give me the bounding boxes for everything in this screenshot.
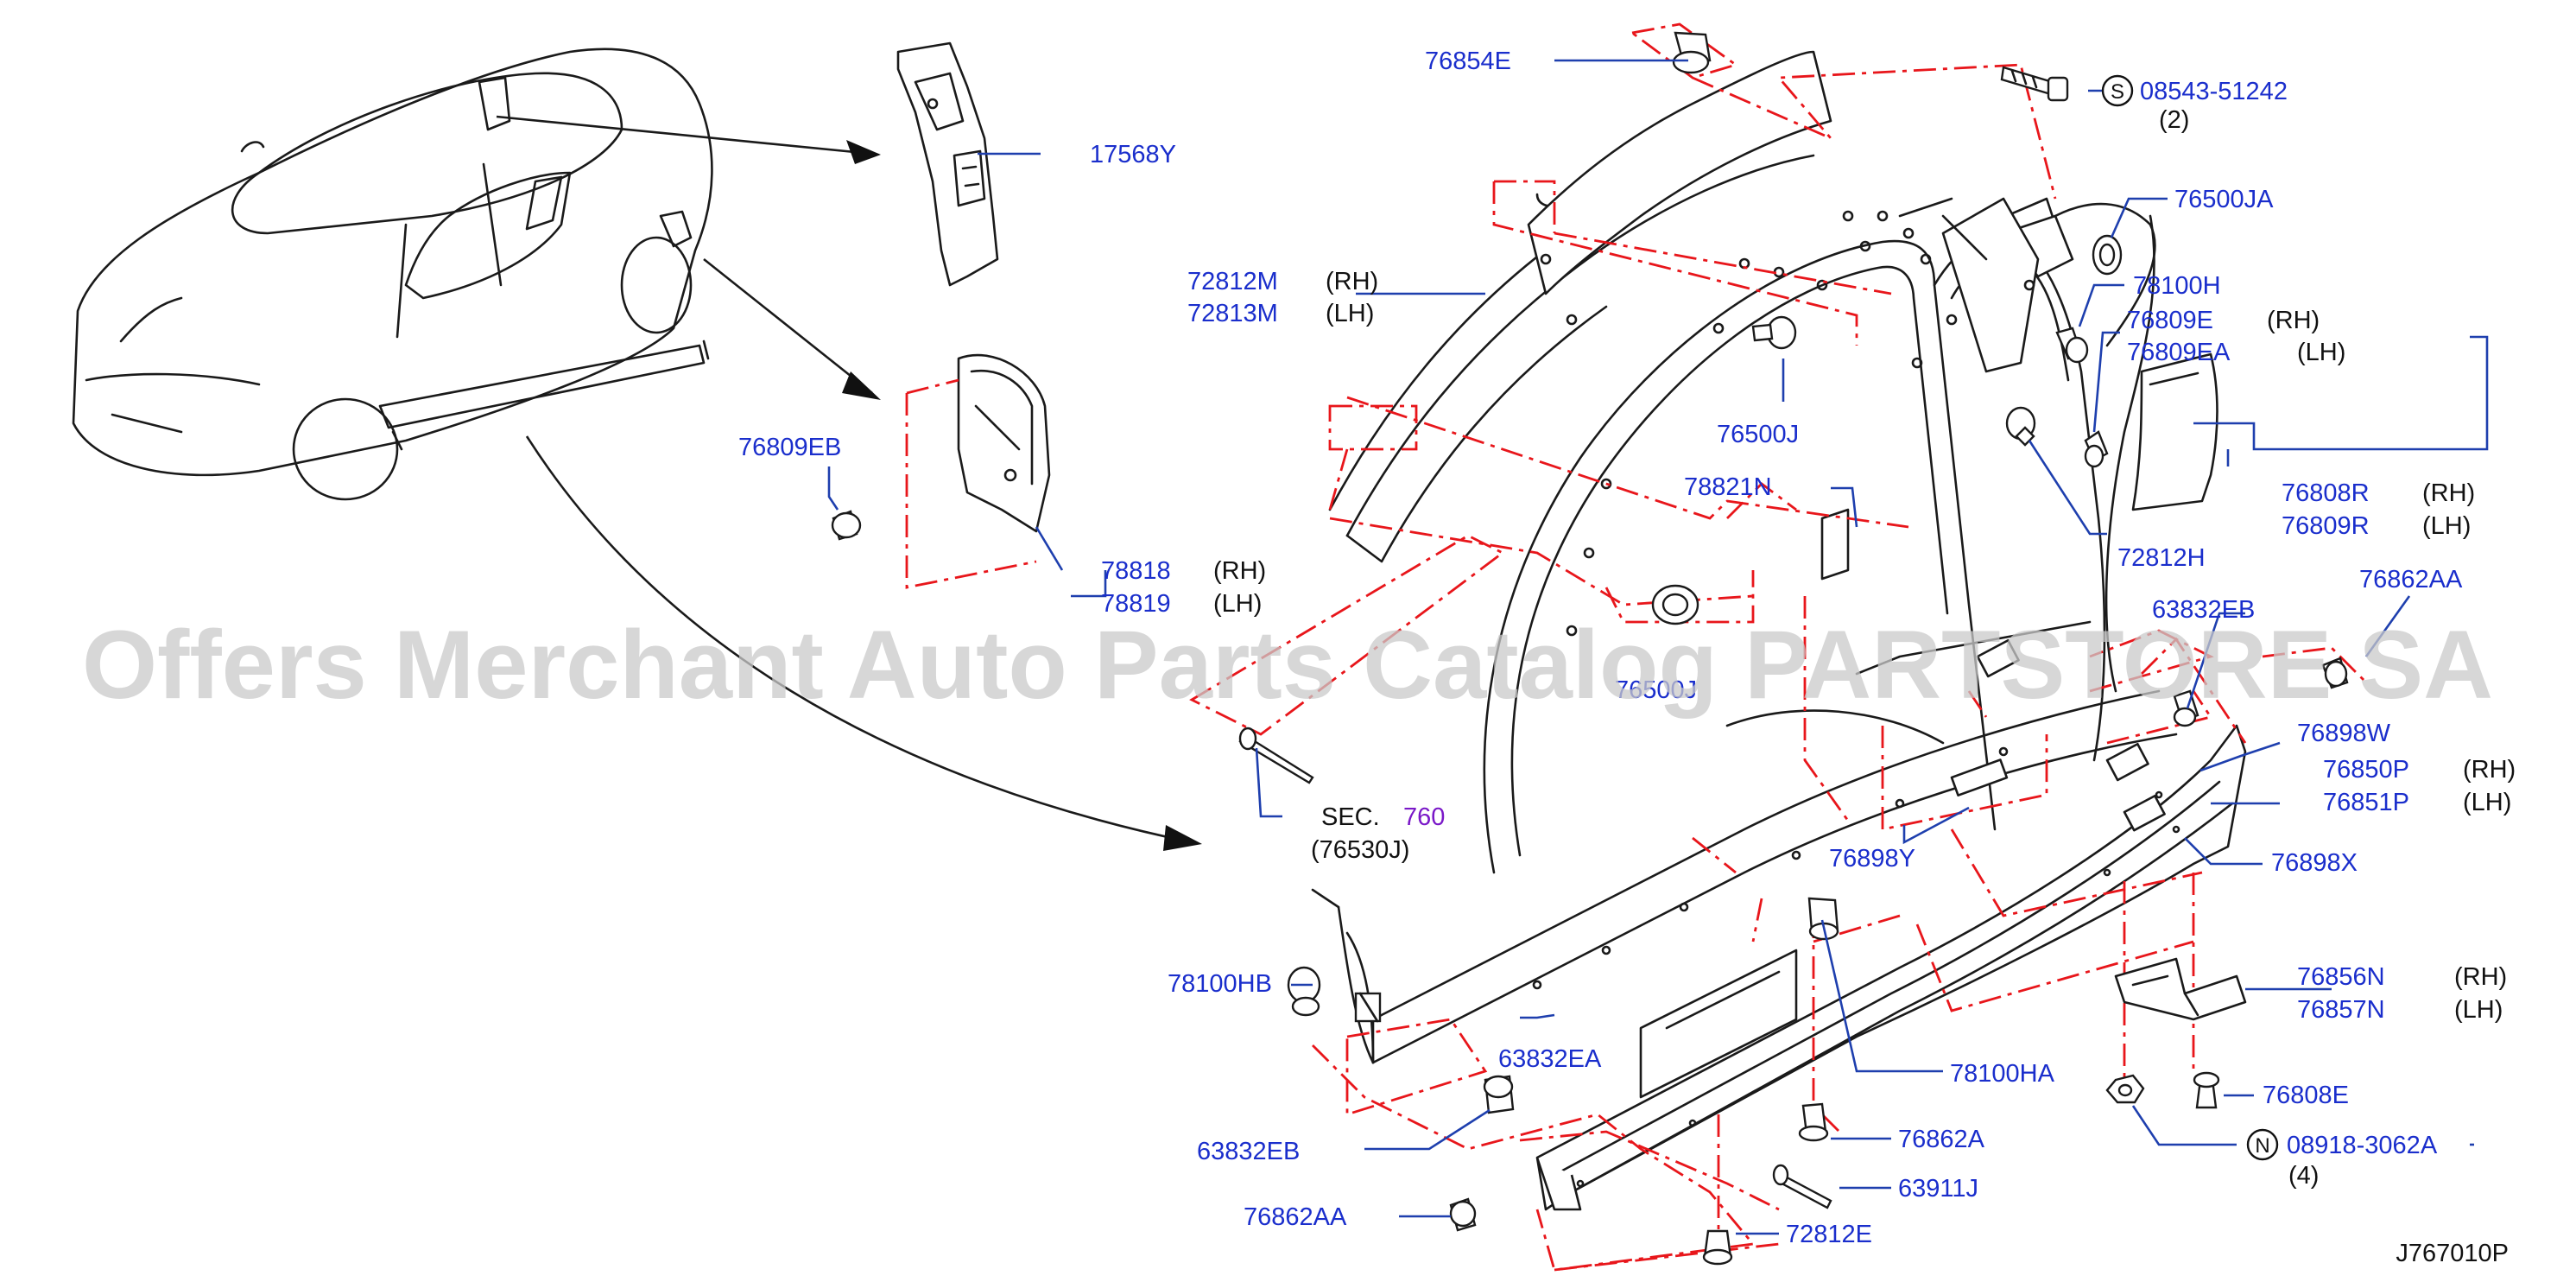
side-sill-cover [1535,638,2247,1211]
label-72812e[interactable]: 72812E [1786,1221,1872,1248]
label-78821n[interactable]: 78821N [1684,473,1772,501]
label-76809e[interactable]: 76809E [2127,307,2213,334]
label-76854e[interactable]: 76854E [1425,48,1511,75]
label-76856n[interactable]: 76856N [2297,963,2385,991]
liner-78818 [906,353,1051,533]
label-76808r[interactable]: 76808R [2282,479,2370,507]
label-76500ja[interactable]: 76500JA [2174,186,2274,213]
bracket-17568y [896,41,999,287]
side-76856n: (RH) [2454,963,2507,991]
n-prefix: N [2255,1134,2269,1158]
label-76500j-2[interactable]: 76500J [1615,676,1697,704]
label-78100hb[interactable]: 78100HB [1168,970,1272,998]
label-sec: SEC. [1321,803,1380,831]
label-63832eb-bot[interactable]: 63832EB [1197,1138,1300,1165]
label-76809ea[interactable]: 76809EA [2127,339,2231,366]
label-76809r[interactable]: 76809R [2282,512,2370,540]
diagram-code: J767010P [2396,1240,2509,1267]
side-72812m: (RH) [1326,268,1378,295]
label-76862aa-top[interactable]: 76862AA [2359,566,2463,593]
label-63832ea[interactable]: 63832EA [1498,1045,1602,1073]
label-76808e[interactable]: 76808E [2263,1082,2349,1109]
label-78818[interactable]: 78818 [1101,557,1171,585]
label-17568y[interactable]: 17568Y [1090,141,1176,168]
side-78818: (RH) [1213,557,1266,585]
watermark: Offers Merchant Auto Parts Catalog PARTS… [82,611,2493,719]
label-sec-sub: (76530J) [1311,836,1409,864]
s-prefix: S [2111,80,2124,104]
label-08918-3062a[interactable]: 08918-3062A [2287,1132,2438,1159]
label-76862a[interactable]: 76862A [1898,1126,1985,1153]
phantom-lines [1189,22,2367,1272]
label-72813m[interactable]: 72813M [1187,300,1278,327]
fasteners [831,31,2349,1266]
side-72813m: (LH) [1326,300,1374,327]
side-76809ea: (LH) [2297,339,2345,366]
qty-08543-51242: (2) [2159,106,2189,134]
part-labels: 76854E 17568Y 08543-51242 (2) 76500JA 72… [738,48,2516,1248]
pad-78821n [1820,508,1850,581]
vehicle-overview [72,48,713,501]
label-72812h[interactable]: 72812H [2117,544,2206,572]
label-76500j[interactable]: 76500J [1717,421,1799,448]
label-78100h[interactable]: 78100H [2133,272,2221,300]
label-76850p[interactable]: 76850P [2323,756,2409,784]
label-63911j[interactable]: 63911J [1898,1175,1978,1203]
mud-guard-76808r [2131,352,2218,511]
label-72812m[interactable]: 72812M [1187,268,1278,295]
side-76857n: (LH) [2454,996,2503,1024]
label-78819[interactable]: 78819 [1101,590,1171,618]
qty-08918-3062a: (4) [2288,1162,2319,1190]
label-76862aa-bot[interactable]: 76862AA [1244,1203,1347,1231]
label-76898x[interactable]: 76898X [2271,849,2358,877]
side-76809r: (LH) [2422,512,2471,540]
callout-arrows [496,115,1202,851]
label-63832eb-top[interactable]: 63832EB [2152,596,2255,624]
section-link-760[interactable]: 760 [1403,803,1445,831]
s-prefix-circle [2101,74,2134,107]
label-76857n[interactable]: 76857N [2297,996,2385,1024]
leader-lines [827,59,2489,1235]
side-76808r: (RH) [2422,479,2475,507]
label-76809eb[interactable]: 76809EB [738,434,841,461]
label-76851p[interactable]: 76851P [2323,789,2409,816]
side-76809e: (RH) [2267,307,2320,334]
label-08543-51242[interactable]: 08543-51242 [2140,78,2288,105]
label-78100ha[interactable]: 78100HA [1950,1060,2055,1088]
label-76898w[interactable]: 76898W [2297,720,2391,747]
label-76898y[interactable]: 76898Y [1829,845,1915,873]
n-prefix-circle [2246,1128,2279,1161]
side-78819: (LH) [1213,590,1262,618]
side-76851p: (LH) [2463,789,2511,816]
side-76850p: (RH) [2463,756,2516,784]
